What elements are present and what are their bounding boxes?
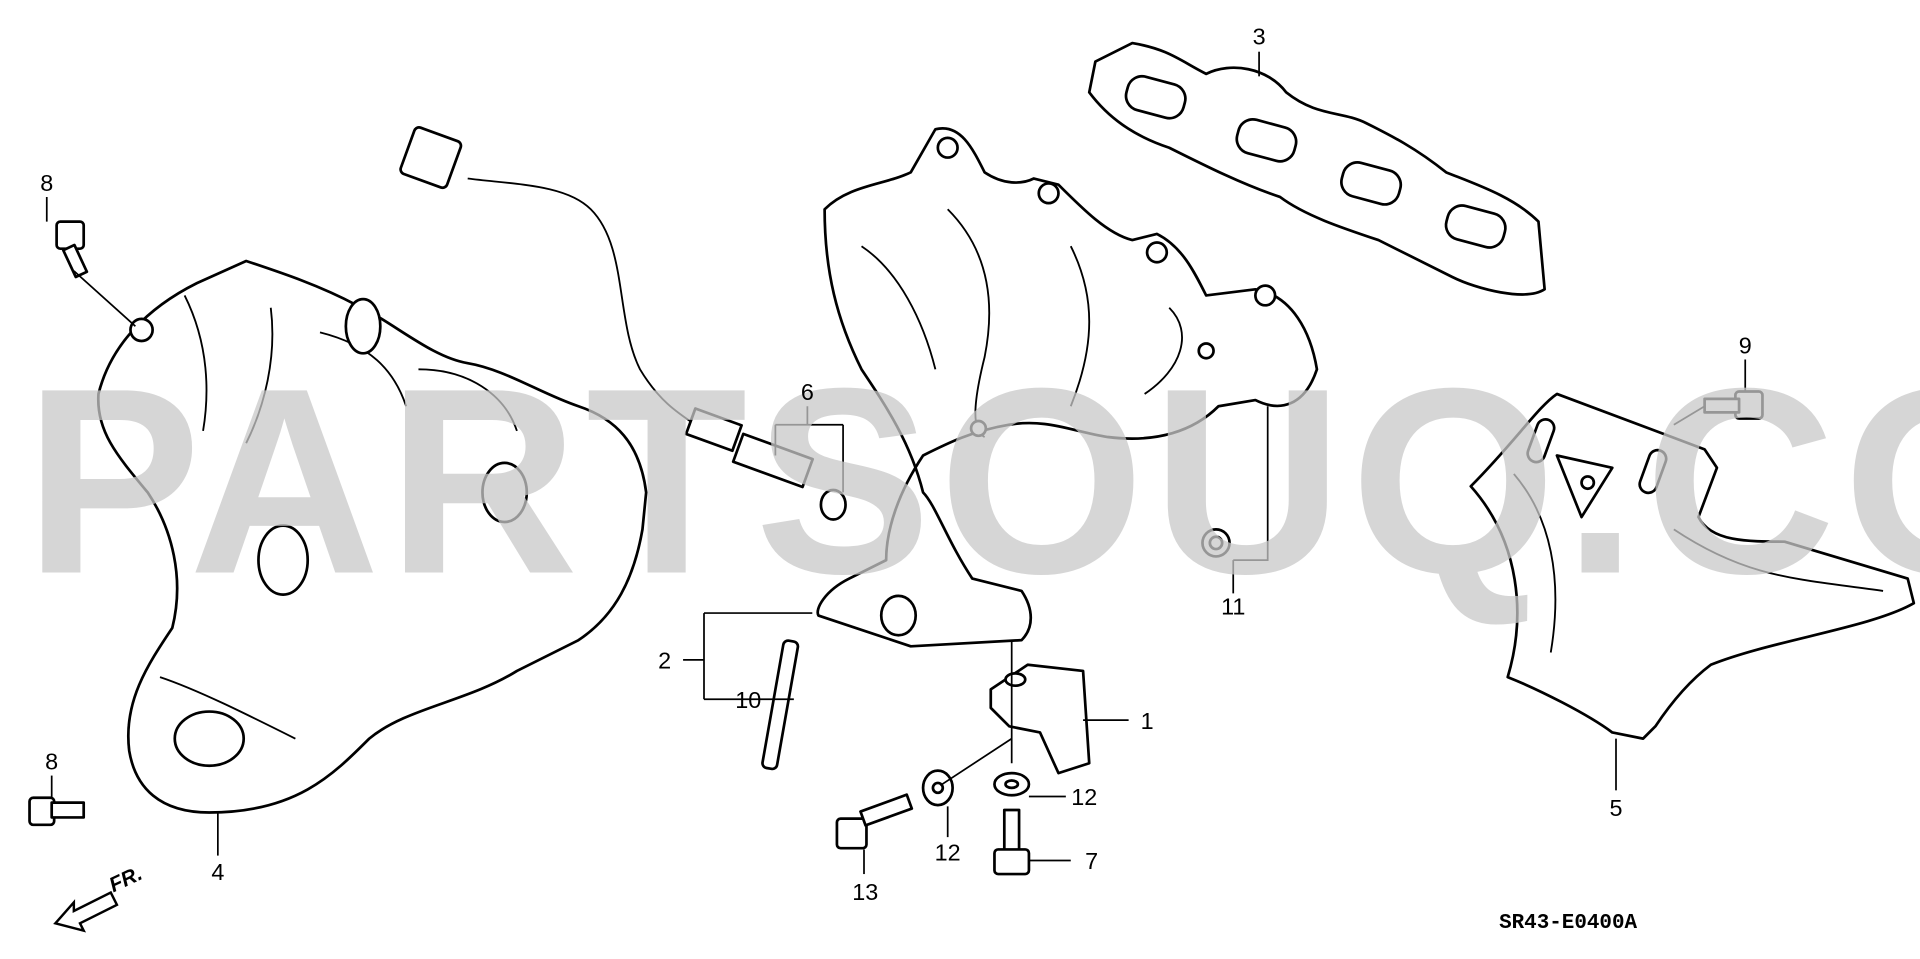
exhaust-manifold-gasket[interactable] (1087, 41, 1546, 296)
callout-4[interactable]: 4 (211, 859, 224, 885)
callout-9[interactable]: 9 (1739, 332, 1752, 358)
washer-12-right[interactable] (993, 771, 1031, 797)
oxygen-sensor[interactable] (399, 126, 847, 521)
leader-lines (45, 51, 1747, 875)
callout-7[interactable]: 7 (1085, 848, 1098, 874)
callout-6[interactable]: 6 (801, 379, 814, 405)
watermark: PARTSOUQ.COM (25, 333, 1920, 629)
bolt-13[interactable] (835, 793, 914, 850)
manifold-bracket[interactable] (989, 663, 1091, 775)
direction-label: FR. (106, 862, 146, 897)
callout-1[interactable]: 1 (1141, 708, 1154, 734)
bolt-8-upper[interactable] (55, 220, 89, 279)
washer-12-left[interactable] (921, 769, 954, 807)
callout-12-left[interactable]: 12 (935, 840, 961, 866)
callout-2[interactable]: 2 (658, 647, 671, 673)
arrow-icon (53, 890, 119, 933)
heat-shield-lower[interactable] (1469, 392, 1916, 740)
exhaust-manifold[interactable] (816, 126, 1319, 648)
front-direction-arrow: FR. (53, 862, 146, 933)
callout-13[interactable]: 13 (852, 879, 878, 905)
nut-11[interactable] (1201, 528, 1231, 558)
callout-11[interactable]: 11 (1221, 593, 1245, 619)
callout-8-lower[interactable]: 8 (45, 748, 58, 774)
callout-8-upper[interactable]: 8 (40, 170, 53, 196)
stud-bolt[interactable] (761, 639, 800, 771)
callout-3[interactable]: 3 (1253, 23, 1266, 49)
heat-shield-upper[interactable] (97, 259, 648, 814)
bolt-9[interactable] (1703, 390, 1764, 420)
callout-10[interactable]: 10 (735, 687, 761, 713)
callout-12-right[interactable]: 12 (1071, 784, 1097, 810)
diagram-code: SR43-E0400A (1499, 912, 1637, 935)
callout-5[interactable]: 5 (1609, 795, 1622, 821)
bolt-8-lower[interactable] (28, 796, 86, 827)
bolt-7[interactable] (993, 808, 1031, 876)
